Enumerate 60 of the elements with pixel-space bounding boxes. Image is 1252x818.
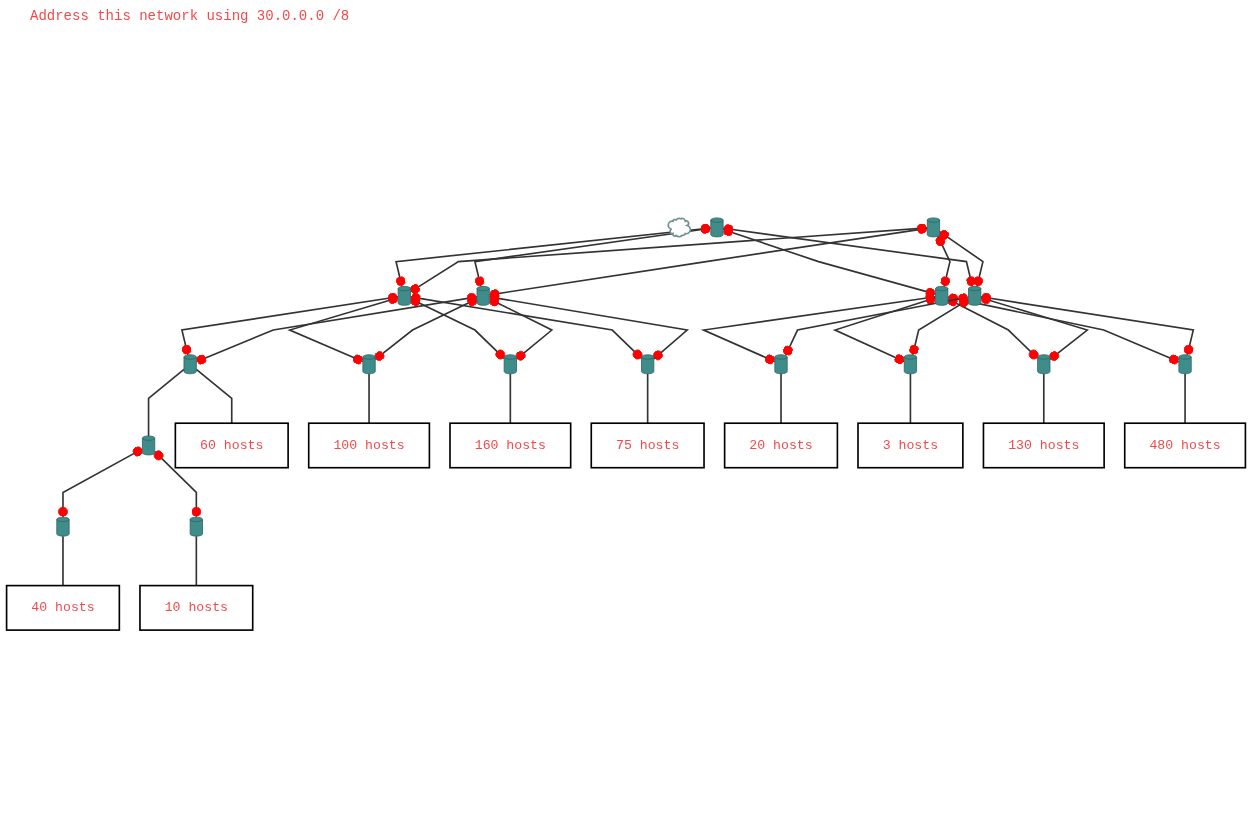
node-picture bbox=[56, 516, 70, 537]
connector bbox=[180, 292, 399, 356]
node-box: 40 hosts bbox=[5, 584, 121, 631]
node-box: 100 hosts bbox=[307, 422, 431, 469]
node-picture bbox=[968, 285, 982, 306]
connector bbox=[935, 235, 951, 288]
node-picture bbox=[1178, 354, 1192, 375]
node-box: 130 hosts bbox=[982, 422, 1105, 469]
connector bbox=[832, 294, 937, 365]
connector bbox=[195, 535, 198, 587]
node-box: 75 hosts bbox=[590, 422, 705, 469]
connector bbox=[395, 223, 712, 288]
connector bbox=[909, 372, 912, 425]
node-picture bbox=[774, 354, 788, 375]
node-picture bbox=[935, 285, 949, 306]
connector bbox=[195, 368, 233, 425]
node-picture bbox=[183, 354, 197, 375]
connector bbox=[58, 446, 144, 518]
connector bbox=[195, 292, 478, 365]
connector bbox=[947, 293, 1180, 365]
node-box: 10 hosts bbox=[139, 584, 254, 631]
node-box: 60 hosts bbox=[174, 422, 289, 469]
node-picture bbox=[1037, 354, 1051, 375]
connector bbox=[287, 294, 399, 365]
node-picture bbox=[503, 354, 517, 375]
connector bbox=[780, 372, 782, 425]
node-picture bbox=[903, 354, 917, 375]
connector bbox=[722, 224, 977, 288]
connector bbox=[938, 229, 984, 288]
connector bbox=[62, 535, 64, 587]
connector bbox=[509, 372, 512, 425]
connector bbox=[488, 292, 690, 361]
connector bbox=[646, 372, 649, 425]
node-box: 3 hosts bbox=[857, 422, 964, 469]
node-cloud bbox=[667, 217, 692, 238]
node-box: 160 hosts bbox=[449, 422, 572, 469]
connector bbox=[147, 368, 185, 437]
connector bbox=[473, 224, 712, 288]
node-picture bbox=[142, 435, 156, 456]
connector bbox=[980, 292, 1195, 356]
node-picture bbox=[362, 354, 376, 375]
connector bbox=[374, 296, 478, 361]
connector bbox=[409, 223, 929, 294]
connector bbox=[409, 292, 643, 360]
node-picture bbox=[710, 217, 724, 238]
note-text: Address this network using 30.0.0.0 /8 bbox=[30, 8, 350, 24]
connector bbox=[368, 372, 370, 425]
connector bbox=[153, 450, 202, 518]
node-picture bbox=[641, 354, 655, 375]
node-picture bbox=[926, 217, 941, 238]
node-box: 20 hosts bbox=[723, 422, 839, 469]
connector bbox=[1042, 372, 1045, 425]
node-picture bbox=[476, 285, 490, 306]
node-picture bbox=[397, 285, 411, 306]
node-picture bbox=[189, 516, 203, 537]
connector bbox=[700, 292, 937, 365]
connector bbox=[1184, 372, 1186, 425]
connector bbox=[782, 293, 970, 357]
connector bbox=[909, 297, 970, 356]
node-box: 480 hosts bbox=[1123, 422, 1247, 469]
